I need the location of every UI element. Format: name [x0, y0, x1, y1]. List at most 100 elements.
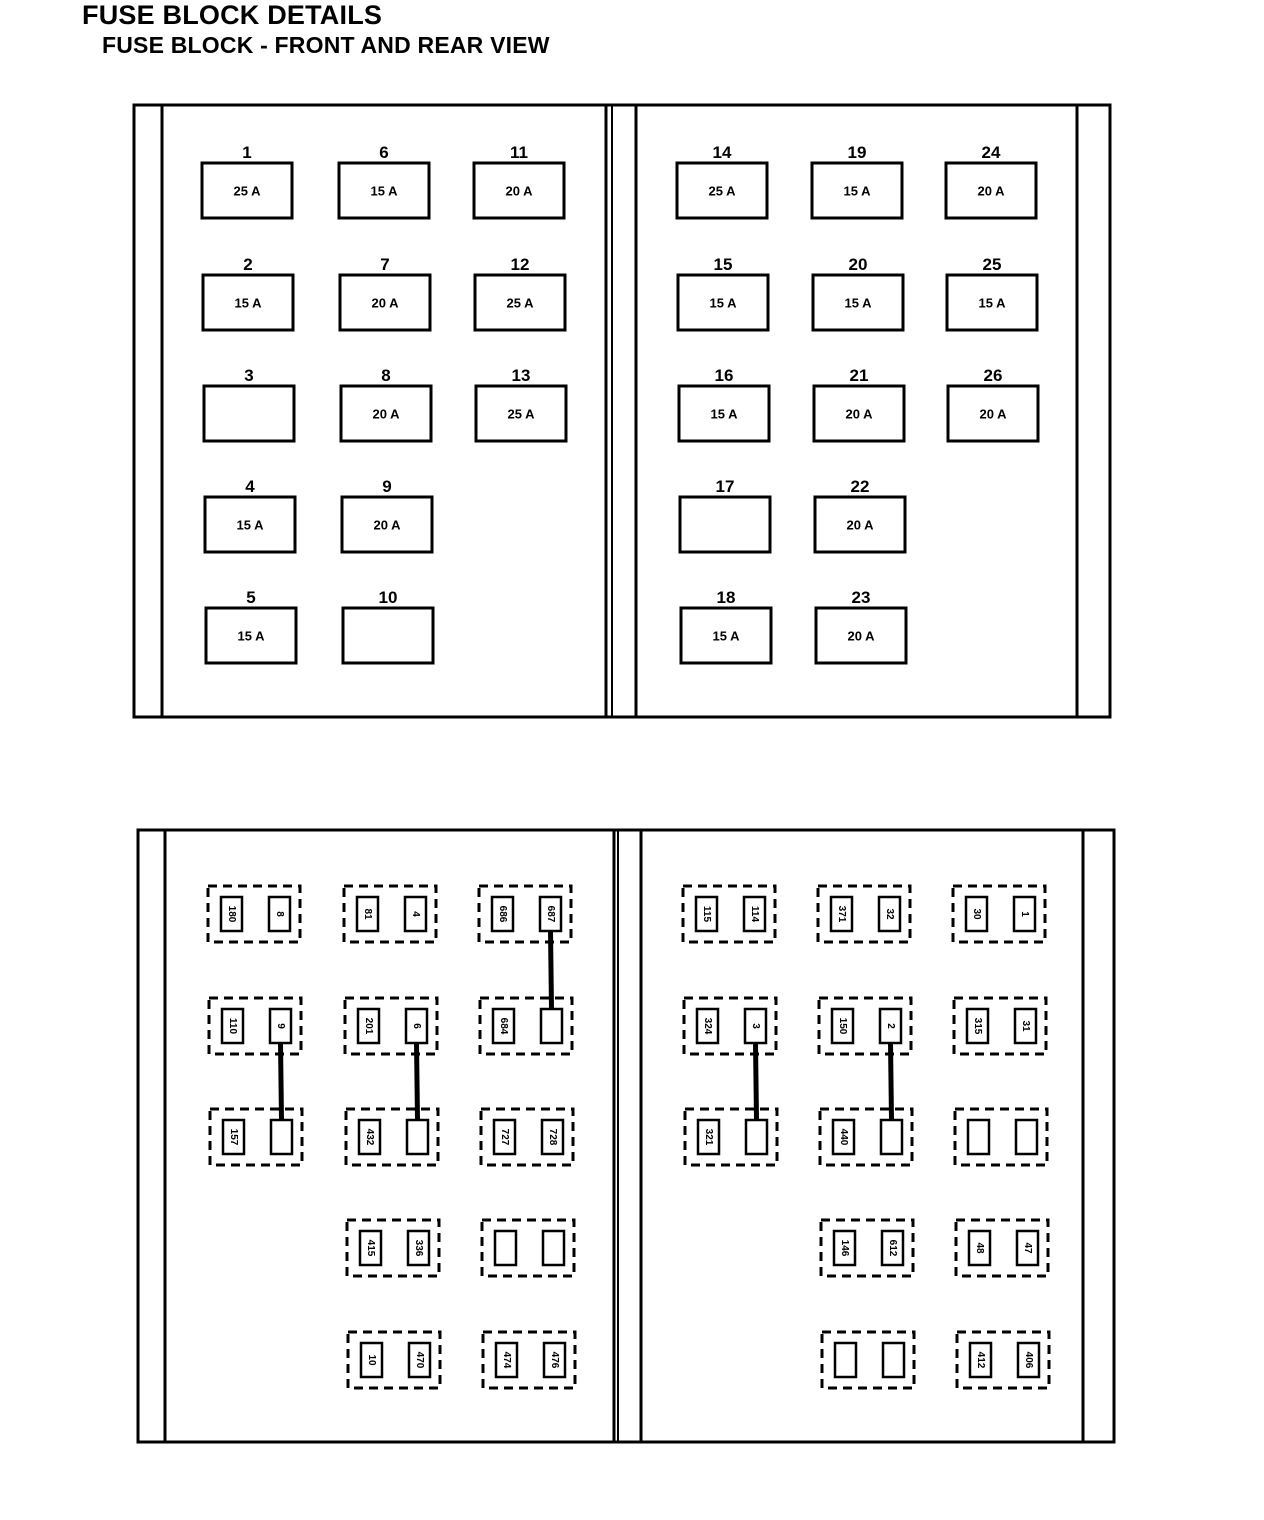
front-view-frame: [132, 103, 1112, 719]
terminal: [267, 895, 292, 933]
terminal: [879, 1118, 904, 1156]
fuse-outline: [338, 273, 432, 332]
fuse-slot-9: 9 20 A: [340, 477, 434, 554]
fuse-outline: [204, 606, 298, 665]
fuse-outline: [340, 495, 434, 554]
terminal: [221, 1118, 246, 1156]
circuit-number: 115: [701, 906, 712, 923]
terminal: [403, 895, 428, 933]
jumper-wire: [278, 1042, 284, 1121]
circuit-number: 432: [364, 1129, 375, 1146]
fuse-number: 9: [382, 477, 391, 496]
fuse-rating: 20 A: [374, 518, 402, 533]
fuse-rating: 15 A: [845, 296, 873, 311]
cavity-dashed-outline: [817, 996, 913, 1056]
circuit-number: 150: [837, 1018, 848, 1035]
fuse-number: 13: [512, 366, 531, 385]
fuse-rating: 20 A: [506, 184, 534, 199]
circuit-number: 474: [501, 1352, 512, 1369]
cavity-dashed-outline: [955, 1330, 1051, 1390]
terminal: [540, 1118, 565, 1156]
fuse-outline: [472, 161, 566, 220]
fuse-outline: [679, 606, 773, 665]
fuse-rating: 15 A: [711, 407, 739, 422]
cavity-dashed-outline: [206, 884, 302, 944]
fuse-outline: [473, 273, 567, 332]
circuit-number: 6: [411, 1023, 422, 1029]
fuse-slot-2: 215 A: [201, 255, 295, 332]
cavity-dashed-outline: [346, 1330, 442, 1390]
terminal: [833, 1341, 858, 1379]
terminal: [878, 1007, 903, 1045]
fuse-rating: 20 A: [372, 296, 400, 311]
fuse-outline: [201, 273, 295, 332]
fuse-number: 6: [379, 143, 388, 162]
fuse-rating: 15 A: [237, 518, 265, 533]
fuse-number: 15: [714, 255, 733, 274]
cavity-dashed-outline: [477, 884, 573, 944]
fuse-outline: [946, 384, 1040, 443]
cavity-dashed-outline: [954, 1218, 1050, 1278]
cavity-dashed-outline: [208, 1107, 304, 1167]
terminal: [830, 1007, 855, 1045]
page-title: FUSE BLOCK DETAILS: [82, 0, 383, 30]
fuse-slot-11: 11 20 A: [472, 143, 566, 220]
rear-cavity: 684: [478, 996, 574, 1056]
terminal: [220, 1007, 245, 1045]
circuit-number: 321: [703, 1129, 714, 1146]
circuit-number: 470: [414, 1352, 425, 1369]
rear-cavity: 474 476: [481, 1330, 577, 1390]
cavity-dashed-outline: [818, 1107, 914, 1167]
terminal: [406, 1229, 431, 1267]
circuit-number: 336: [413, 1240, 424, 1257]
circuit-number: 727: [499, 1129, 510, 1146]
terminal: [696, 1118, 721, 1156]
terminal: [831, 1118, 856, 1156]
terminal: [268, 1007, 293, 1045]
circuit-number: 30: [971, 908, 982, 920]
terminal: [1014, 1118, 1039, 1156]
fuse-outline: [678, 495, 772, 554]
circuit-number: 47: [1022, 1242, 1033, 1254]
fuse-number: 22: [851, 477, 870, 496]
fuse-slot-5: 515 A: [204, 588, 298, 665]
fuse-outline: [203, 495, 297, 554]
terminal: [405, 1118, 430, 1156]
cavity-dashed-outline: [951, 884, 1047, 944]
fuse-number: 11: [510, 143, 528, 162]
fuse-rating: 15 A: [844, 184, 872, 199]
circuit-number: 440: [838, 1129, 849, 1146]
fuse-number: 20: [849, 255, 868, 274]
terminal: [1015, 1229, 1040, 1267]
cavity-dashed-outline: [344, 1107, 440, 1167]
circuit-number: 476: [549, 1352, 560, 1369]
cavity-dashed-outline: [682, 996, 778, 1056]
fuse-outline: [813, 495, 907, 554]
terminal: [359, 1341, 384, 1379]
terminal: [269, 1118, 294, 1156]
terminal: [542, 1341, 567, 1379]
fuse-outline: [812, 384, 906, 443]
circuit-number: 4: [410, 911, 421, 917]
rear-view-frame: [136, 828, 1116, 1444]
circuit-number: 728: [547, 1129, 558, 1146]
terminal: [832, 1229, 857, 1267]
cavity-dashed-outline: [207, 996, 303, 1056]
fuse-number: 3: [244, 366, 253, 385]
fuse-number: 19: [848, 143, 867, 162]
terminal: [829, 895, 854, 933]
jumper-wire: [548, 930, 554, 1010]
fuse-slot-19: 19 15 A: [810, 143, 904, 220]
terminal: [967, 1229, 992, 1267]
